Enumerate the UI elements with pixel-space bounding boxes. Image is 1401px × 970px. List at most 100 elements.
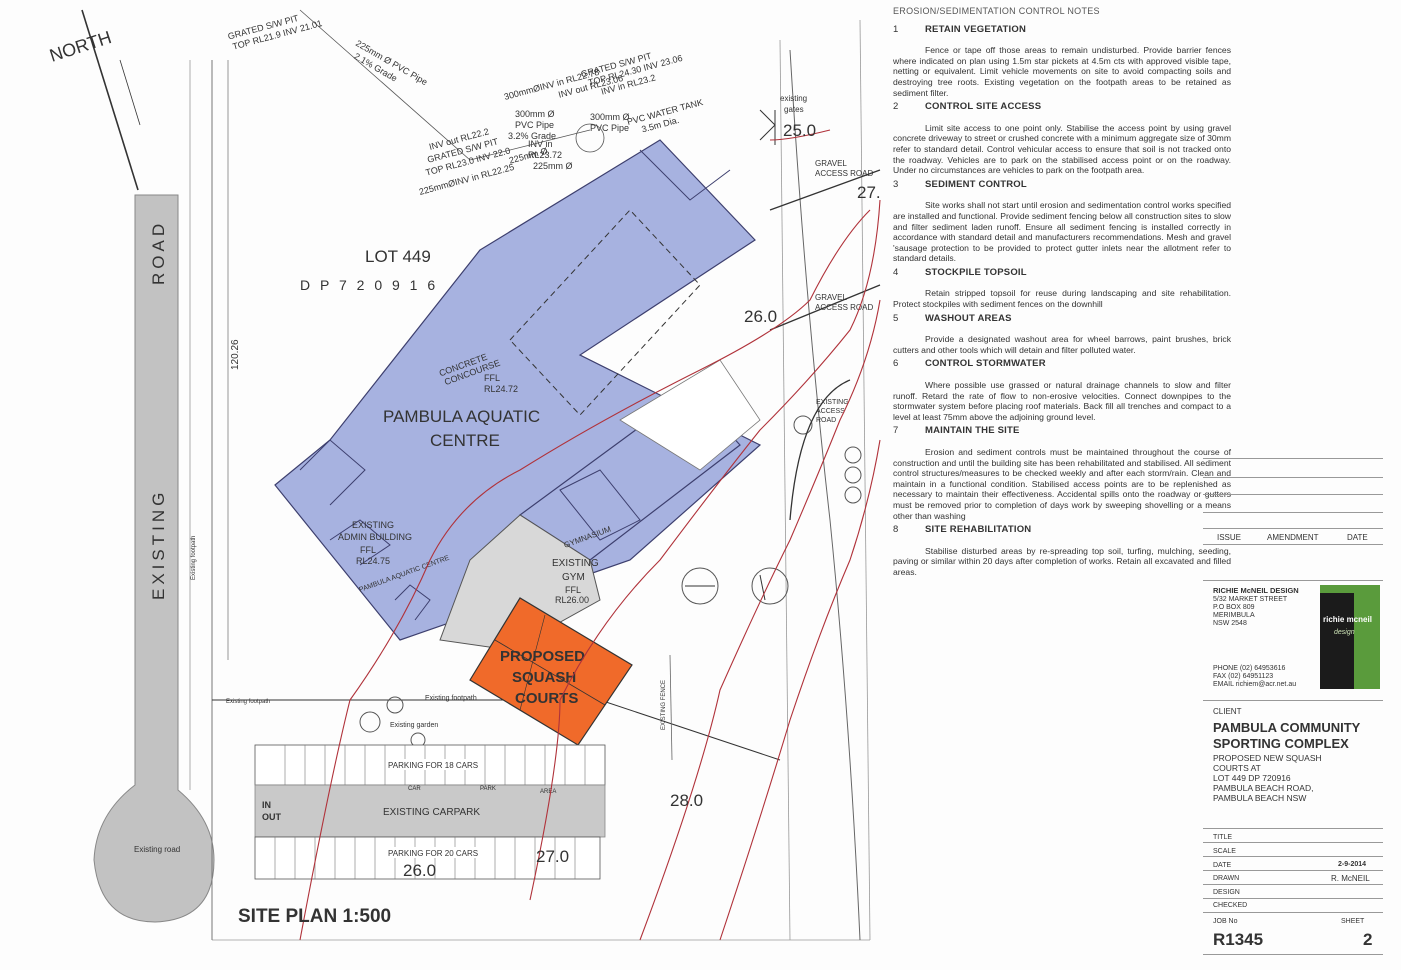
note-title: SITE REHABILITATION [925,524,1032,536]
note-title: WASHOUT AREAS [925,312,1012,324]
contour-lines [299,129,881,941]
gravel-access-2a: GRAVEL [815,293,847,302]
date-header: DATE [1347,533,1368,542]
concourse-rl: RL24.72 [484,384,518,394]
existing-footpath-left-label: Existing footpath [226,699,270,705]
project-line-5: PAMBULA BEACH NSW [1213,793,1307,803]
drawn-label: DRAWN [1213,875,1240,882]
note-number: 6 [893,358,899,370]
road-label-existing: EXISTING [149,489,168,600]
parking-18-label: PARKING FOR 18 CARS [388,761,478,770]
existing-gates-icon [759,109,776,145]
existing-access-1: EXISTING [816,399,849,406]
lot-label: LOT 449 [365,247,431,266]
proposed-squash-courts [469,597,633,746]
project-line-4: PAMBULA BEACH ROAD, [1213,783,1314,793]
aquatic-centre-label-1: PAMBULA AQUATIC [383,407,540,426]
north-arrow-icon [81,9,141,191]
note-number: 5 [893,312,899,324]
note-number: 8 [893,524,899,536]
sheet-label: SHEET [1341,918,1365,925]
note-text: Where possible use grassed or natural dr… [893,380,1231,422]
note-number: 2 [893,101,899,113]
existing-access-3: ROAD [816,417,836,424]
existing-footpath-side-label: Existing footpath [191,536,197,580]
existing-access-2: ACCESS [816,408,845,415]
squash-label-1: PROPOSED [500,648,585,665]
note-text: Erosion and sediment controls must be ma… [893,447,1231,521]
gym-ffl: FFL [565,585,581,595]
note-6: 6 CONTROL STORMWATER Where possible use g… [893,359,1231,422]
project-line-3: LOT 449 DP 720916 [1213,773,1291,783]
checked-label: CHECKED [1213,902,1248,909]
firm-email: EMAIL richiem@acr.net.au [1213,681,1297,688]
gym-building [439,359,761,651]
job-label: JOB No [1213,918,1238,925]
admin-label-2: ADMIN BUILDING [338,532,412,542]
gravel-access-1b: ACCESS ROAD [815,169,873,178]
project-line-1: PROPOSED NEW SQUASH [1213,753,1322,763]
existing-gates-label-1: existing [780,94,807,103]
note-text: Limit site access to one point only. Sta… [893,122,1231,176]
firm-address-3: MERIMBULA [1213,612,1255,619]
client-label: CLIENT [1213,707,1242,716]
concourse-ffl: FFL [484,373,500,383]
gym-label-1: EXISTING [552,558,599,569]
firm-address-1: 5/32 MARKET STREET [1213,596,1288,603]
stormwater-pipes [299,9,605,161]
note-number: 4 [893,266,899,278]
firm-logo: richie mcneil design [1320,585,1380,689]
parking-20-label: PARKING FOR 20 CARS [388,849,478,858]
gravel-access-1a: GRAVEL [815,159,847,168]
pipe-grade-32: 3.2% Grade [508,131,556,141]
frontage-dimension: 120.26 [230,339,241,370]
note-text: Provide a designated washout area for wh… [893,334,1231,355]
drawn-value: R. McNEIL [1331,874,1370,883]
notes-heading: EROSION/SEDIMENTATION CONTROL NOTES [893,6,1100,16]
gravel-access-2b: ACCESS ROAD [815,303,873,312]
pipe-300a-2: PVC Pipe [515,120,554,130]
job-number: R1345 [1213,930,1264,949]
gym-rl: RL26.00 [555,595,589,605]
note-number: 3 [893,178,899,190]
note-text: Retain stripped topsoil for reuse during… [893,288,1231,310]
admin-label-1: EXISTING [352,520,394,530]
pipe-225b: 225mm Ø [533,161,573,171]
contour-label-27-top: 27. [857,183,881,202]
contour-label-25: 25.0 [783,121,816,140]
client-name-2: SPORTING COMPLEX [1213,736,1349,751]
firm-address-2: P.O BOX 809 [1213,604,1255,611]
scale-label: SCALE [1213,848,1236,855]
note-text: Fence or tape off those areas to remain … [893,45,1231,98]
note-number: 7 [893,425,899,437]
pipe-inv-in-2: RL23.72 [528,150,562,160]
note-title: RETAIN VEGETATION [925,23,1027,35]
note-text: Stabilise disturbed areas by re-spreadin… [893,545,1231,577]
contour-label-27-bottom: 27.0 [536,847,569,866]
client-name-1: PAMBULA COMMUNITY [1213,720,1361,735]
design-label: DESIGN [1213,889,1240,896]
pipe-300b-2: PVC Pipe [590,123,629,133]
pipe-300a-1: 300mm Ø [515,109,555,119]
entry-in-label: IN [262,800,271,810]
date-label: DATE [1213,862,1232,869]
tree-icon [681,415,862,605]
note-title: CONTROL STORMWATER [925,358,1046,370]
squash-label-2: SQUASH [512,669,576,686]
road-label-road: ROAD [149,220,168,285]
existing-fence-label: EXISTING FENCE [661,680,667,730]
pipe-inv-in-1: INV in [528,139,553,149]
contour-label-26-bottom: 26.0 [403,861,436,880]
admin-rl: RL24.75 [356,556,390,566]
note-title: SEDIMENT CONTROL [925,178,1027,190]
issue-header: ISSUE [1217,533,1242,542]
pipe-300b-1: 300mm Ø [590,112,630,122]
contour-label-26-top: 26.0 [744,307,777,326]
existing-garden-label: Existing garden [390,722,438,729]
note-title: STOCKPILE TOPSOIL [925,266,1027,278]
